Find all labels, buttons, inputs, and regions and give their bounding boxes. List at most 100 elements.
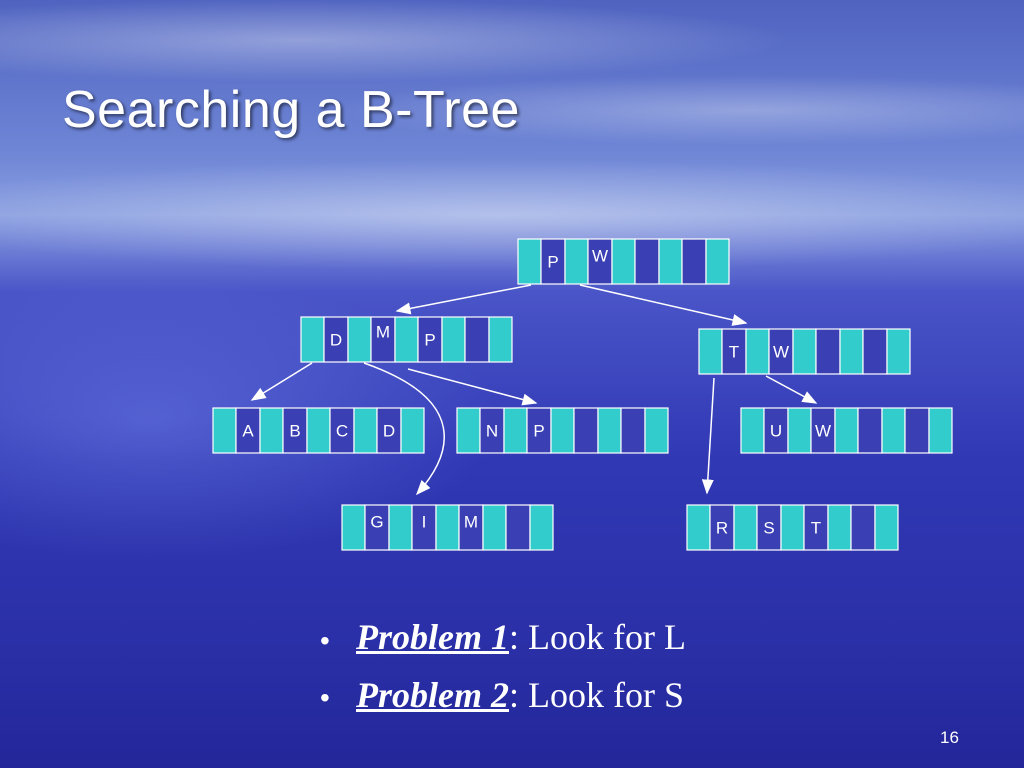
key-label: P — [533, 422, 544, 441]
pointer-cell — [644, 407, 669, 454]
key-label: T — [811, 519, 821, 538]
key-cell — [815, 328, 841, 375]
key-label: M — [376, 323, 390, 342]
pointer-cell — [740, 407, 765, 454]
key-cell — [464, 316, 490, 363]
key-cell — [370, 316, 396, 363]
pointer-cell — [839, 328, 864, 375]
pointer-cell — [394, 316, 419, 363]
pointer-cell — [564, 238, 589, 285]
pointer-cell — [658, 238, 683, 285]
key-cell — [810, 407, 836, 454]
problem-label: Problem 1 — [356, 617, 509, 657]
key-cell — [634, 238, 660, 285]
key-label: P — [424, 331, 435, 350]
pointer-cell — [435, 504, 460, 551]
pointer-cell — [488, 316, 513, 363]
pointer-cell — [611, 238, 636, 285]
edge-right-to-uw — [765, 375, 818, 404]
pointer-cell — [482, 504, 507, 551]
key-label: S — [763, 519, 774, 538]
key-cell — [587, 238, 613, 285]
slide-title: Searching a B-Tree — [62, 81, 520, 139]
pointer-cell — [745, 328, 770, 375]
key-cell — [323, 316, 349, 363]
pointer-cell — [597, 407, 622, 454]
btree-node-leaf-rst: R S T — [686, 504, 899, 551]
key-label: D — [383, 422, 395, 441]
pointer-cell — [881, 407, 906, 454]
key-label: R — [716, 519, 728, 538]
key-cell — [620, 407, 646, 454]
key-cell — [850, 504, 876, 551]
pointer-cell — [886, 328, 911, 375]
pointer-cell — [780, 504, 805, 551]
problem-text: : Look for S — [508, 674, 684, 715]
problem-item-1: • Problem 1: Look for L — [320, 610, 686, 668]
key-cell — [479, 407, 505, 454]
key-label: I — [422, 513, 427, 532]
pointer-cell — [705, 238, 730, 285]
pointer-cell — [792, 328, 817, 375]
pointer-cell — [400, 407, 425, 454]
pointer-cell — [388, 504, 413, 551]
key-label: M — [464, 513, 478, 532]
key-label: D — [330, 331, 342, 350]
key-cell — [282, 407, 308, 454]
key-label: W — [815, 422, 831, 441]
key-label: B — [289, 422, 300, 441]
problem-item-2: •Problem 2: Look for S — [320, 668, 686, 726]
pointer-cell — [341, 504, 366, 551]
edge-root-to-left — [395, 284, 532, 315]
pointer-cell — [456, 407, 481, 454]
key-cell — [721, 328, 747, 375]
bullet-icon: • — [320, 624, 330, 656]
key-label: P — [547, 253, 558, 272]
key-label: A — [242, 422, 254, 441]
pointer-cell — [353, 407, 378, 454]
key-cell — [505, 504, 531, 551]
pointer-cell — [698, 328, 723, 375]
problem-text: : Look for L — [508, 617, 686, 657]
bullet-icon: • — [320, 682, 330, 714]
pointer-cell — [259, 407, 284, 454]
pointer-cell — [441, 316, 466, 363]
key-label: W — [592, 247, 608, 266]
key-cell — [768, 328, 794, 375]
pointer-cell — [212, 407, 237, 454]
key-label: T — [729, 343, 739, 362]
pointer-cell — [300, 316, 325, 363]
edge-left-to-abcd — [250, 362, 313, 401]
key-label: G — [370, 513, 383, 532]
edge-root-to-right — [579, 284, 748, 326]
slide-number: 16 — [940, 728, 959, 747]
key-cell — [681, 238, 707, 285]
pointer-cell — [503, 407, 528, 454]
btree-node-leaf-abcd: A B C D — [212, 407, 425, 454]
edge-right-to-rst — [701, 377, 715, 495]
key-label: C — [336, 422, 348, 441]
key-cell — [756, 504, 782, 551]
key-cell — [857, 407, 883, 454]
pointer-cell — [928, 407, 953, 454]
pointer-cell — [306, 407, 331, 454]
key-cell — [904, 407, 930, 454]
tree-edges — [250, 284, 818, 496]
key-cell — [573, 407, 599, 454]
problem-list: • Problem 1: Look for L •Problem 2: Look … — [320, 610, 686, 725]
key-cell — [862, 328, 888, 375]
pointer-cell — [834, 407, 859, 454]
key-cell — [709, 504, 735, 551]
key-label: W — [773, 343, 789, 362]
pointer-cell — [550, 407, 575, 454]
pointer-cell — [827, 504, 852, 551]
key-label: U — [770, 422, 782, 441]
key-cell — [364, 504, 390, 551]
